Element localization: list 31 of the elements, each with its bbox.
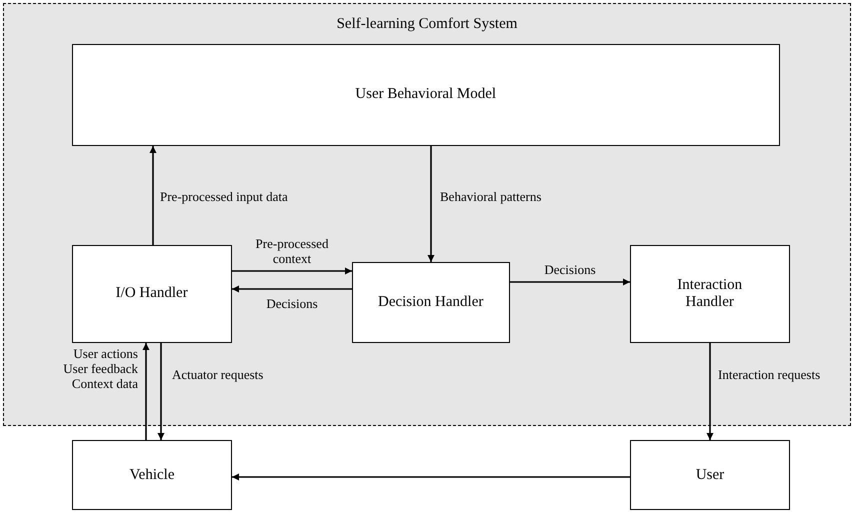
component-label: I/O Handler <box>116 285 188 302</box>
edge-label: Actuator requests <box>172 367 264 382</box>
component-box <box>352 262 510 343</box>
edge-label: Decisions <box>265 296 319 311</box>
edge-label: Behavioral patterns <box>440 189 542 204</box>
component-box <box>72 44 780 146</box>
edge-label: User actions User feedback Context data <box>62 346 138 391</box>
component-box <box>630 440 790 510</box>
component-box <box>72 440 232 510</box>
component-label: Interaction Handler <box>676 276 744 311</box>
arrow <box>232 286 352 292</box>
component-label: Vehicle <box>130 466 174 484</box>
system-boundary <box>3 3 851 426</box>
arrow <box>510 278 630 286</box>
arrow <box>150 146 156 245</box>
component-box <box>630 244 790 343</box>
component-label: User Behavioral Model <box>355 86 496 104</box>
arrow <box>706 343 714 440</box>
edge-label: Pre-processed context <box>254 236 330 266</box>
component-box <box>72 244 232 343</box>
arrow <box>428 146 434 262</box>
edge-label: Pre-processed input data <box>160 189 288 204</box>
arrow <box>232 268 352 274</box>
arrow <box>232 474 630 480</box>
arrow <box>142 343 150 440</box>
component-label: Decision Handler <box>378 294 484 311</box>
edge-label: Decisions <box>543 262 597 277</box>
system-title: Self-learning Comfort System <box>336 16 518 33</box>
edge-label: Interaction requests <box>718 367 820 382</box>
arrow <box>158 343 164 440</box>
component-label: User <box>696 466 724 484</box>
